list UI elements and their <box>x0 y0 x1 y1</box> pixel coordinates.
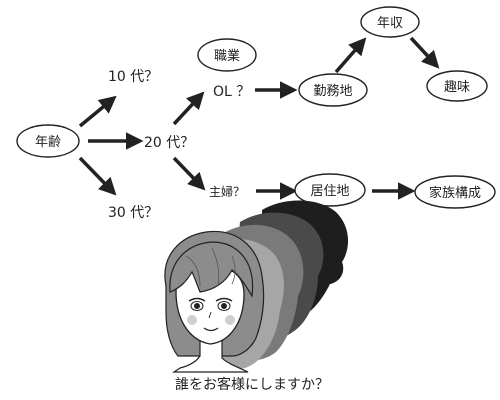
node-twenties: 20 代？ <box>144 135 194 151</box>
node-hobby-label: 趣味 <box>444 80 470 95</box>
caption: 誰をお客様にしますか？ <box>175 376 329 393</box>
node-family: 家族構成 <box>414 175 496 209</box>
node-income-label: 年収 <box>377 16 403 31</box>
arrow-income-to-hobby <box>409 36 440 69</box>
node-job-label: 職業 <box>214 48 240 64</box>
arrow-age-to-thirties <box>78 156 117 196</box>
node-thirties: 30 代？ <box>108 205 158 221</box>
customer-illustration <box>164 200 349 373</box>
node-age-label: 年齢 <box>35 135 61 150</box>
node-residence: 居住地 <box>294 173 366 207</box>
woman-neck <box>172 339 249 373</box>
node-income: 年収 <box>360 6 420 38</box>
arrow-workplace-to-income <box>334 37 367 74</box>
node-housewife: 主婦？ <box>209 184 245 199</box>
node-workplace: 勤務地 <box>298 73 368 107</box>
node-residence-label: 居住地 <box>310 184 349 199</box>
node-teens: 10 代？ <box>108 69 158 85</box>
node-job: 職業 <box>197 38 257 72</box>
woman-nose <box>208 311 212 319</box>
woman-eyes <box>188 297 233 311</box>
woman-blush-left <box>187 315 197 325</box>
arrow-twenties-to-housewife <box>172 156 206 191</box>
node-ol: OL ？ <box>213 84 250 100</box>
node-family-label: 家族構成 <box>429 185 481 201</box>
node-workplace-label: 勤務地 <box>313 84 352 99</box>
node-age: 年齢 <box>16 124 80 158</box>
woman-blush-right <box>225 315 235 325</box>
woman-mouth <box>203 327 219 332</box>
arrows <box>78 36 440 200</box>
arrow-twenties-to-ol <box>172 91 205 126</box>
woman-hair-strands <box>185 247 236 287</box>
node-hobby: 趣味 <box>426 70 488 102</box>
arrow-age-to-teens <box>78 95 117 128</box>
